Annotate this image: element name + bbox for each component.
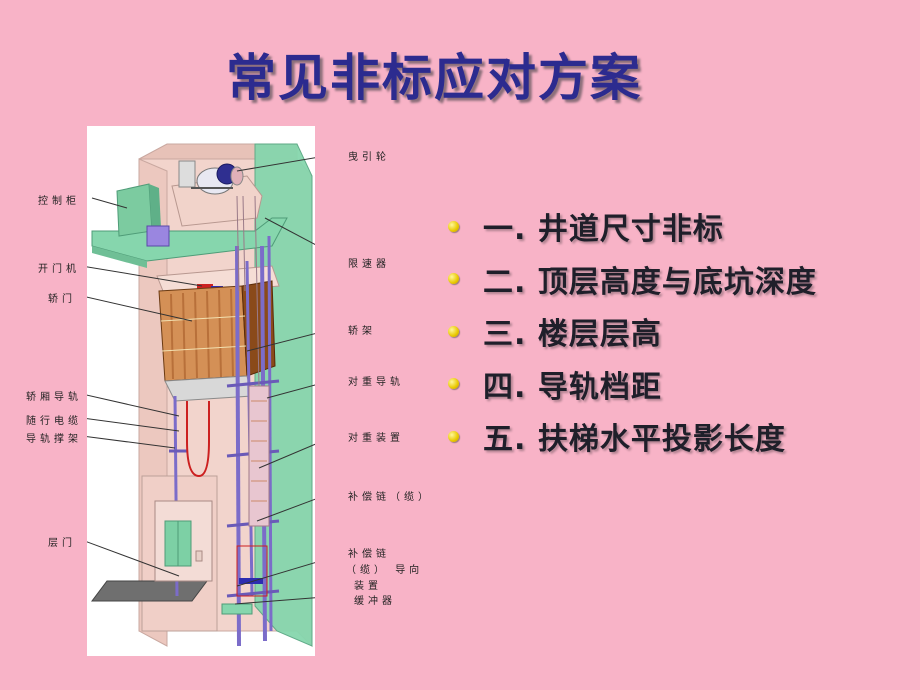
bullet-item: 二. 顶层高度与底坑深度 [442, 253, 817, 306]
bullet-text: 三. 楼层层高 [483, 317, 662, 353]
label-control-cabinet: 控制柜 [38, 196, 80, 207]
label-car-guide-rail: 轿厢导轨 [26, 392, 82, 403]
label-counterweight: 对重装置 [348, 433, 404, 444]
bullet-text: 一. 井道尺寸非标 [483, 212, 724, 248]
bullet-dot-icon [448, 378, 459, 390]
bullet-dot-icon [448, 325, 459, 337]
label-cw-guide-rail: 对重导轨 [348, 377, 404, 388]
bullet-list: 一. 井道尺寸非标 二. 顶层高度与底坑深度 三. 楼层层高 四. 导轨档距 五… [442, 200, 817, 463]
bullet-text: 五. 扶梯水平投影长度 [483, 422, 786, 458]
label-car-frame: 轿架 [348, 326, 376, 337]
bullet-dot-icon [448, 220, 459, 232]
elevator-shaft-illustration [81, 143, 338, 648]
bullet-item: 四. 导轨档距 [442, 358, 817, 411]
label-door-operator: 开门机 [38, 264, 80, 275]
label-speed-governor: 限速器 [348, 259, 390, 270]
label-comp-guide-3: 装置 [354, 581, 382, 592]
bullet-item: 五. 扶梯水平投影长度 [442, 410, 817, 463]
label-traveling-cable: 随行电缆 [26, 416, 82, 427]
label-car-door: 轿门 [48, 294, 76, 305]
bullet-text: 二. 顶层高度与底坑深度 [483, 264, 817, 300]
label-comp-guide-1: 补偿链 [348, 549, 390, 560]
bullet-dot-icon [448, 273, 459, 285]
label-comp-chain: 补偿链（缆） [348, 488, 432, 503]
label-comp-guide-2: （缆） 导向 [346, 561, 423, 576]
label-comp-guide-2a: （缆） [346, 565, 388, 576]
label-comp-chain-suffix: （缆） [390, 492, 432, 503]
bullet-dot-icon [448, 430, 459, 442]
label-buffer: 缓冲器 [354, 596, 396, 607]
label-landing-door: 层门 [48, 538, 76, 549]
elevator-diagram [81, 126, 338, 656]
bullet-item: 三. 楼层层高 [442, 305, 817, 358]
bullet-text: 四. 导轨档距 [483, 369, 662, 405]
label-rail-bracket: 导轨撑架 [26, 434, 82, 445]
label-comp-guide-2b: 导向 [395, 565, 424, 576]
label-comp-chain-main: 补偿链 [348, 492, 390, 503]
bullet-item: 一. 井道尺寸非标 [442, 200, 817, 253]
slide-title: 常见非标应对方案 [226, 48, 642, 107]
label-traction-machine: 曳引轮 [348, 152, 390, 163]
